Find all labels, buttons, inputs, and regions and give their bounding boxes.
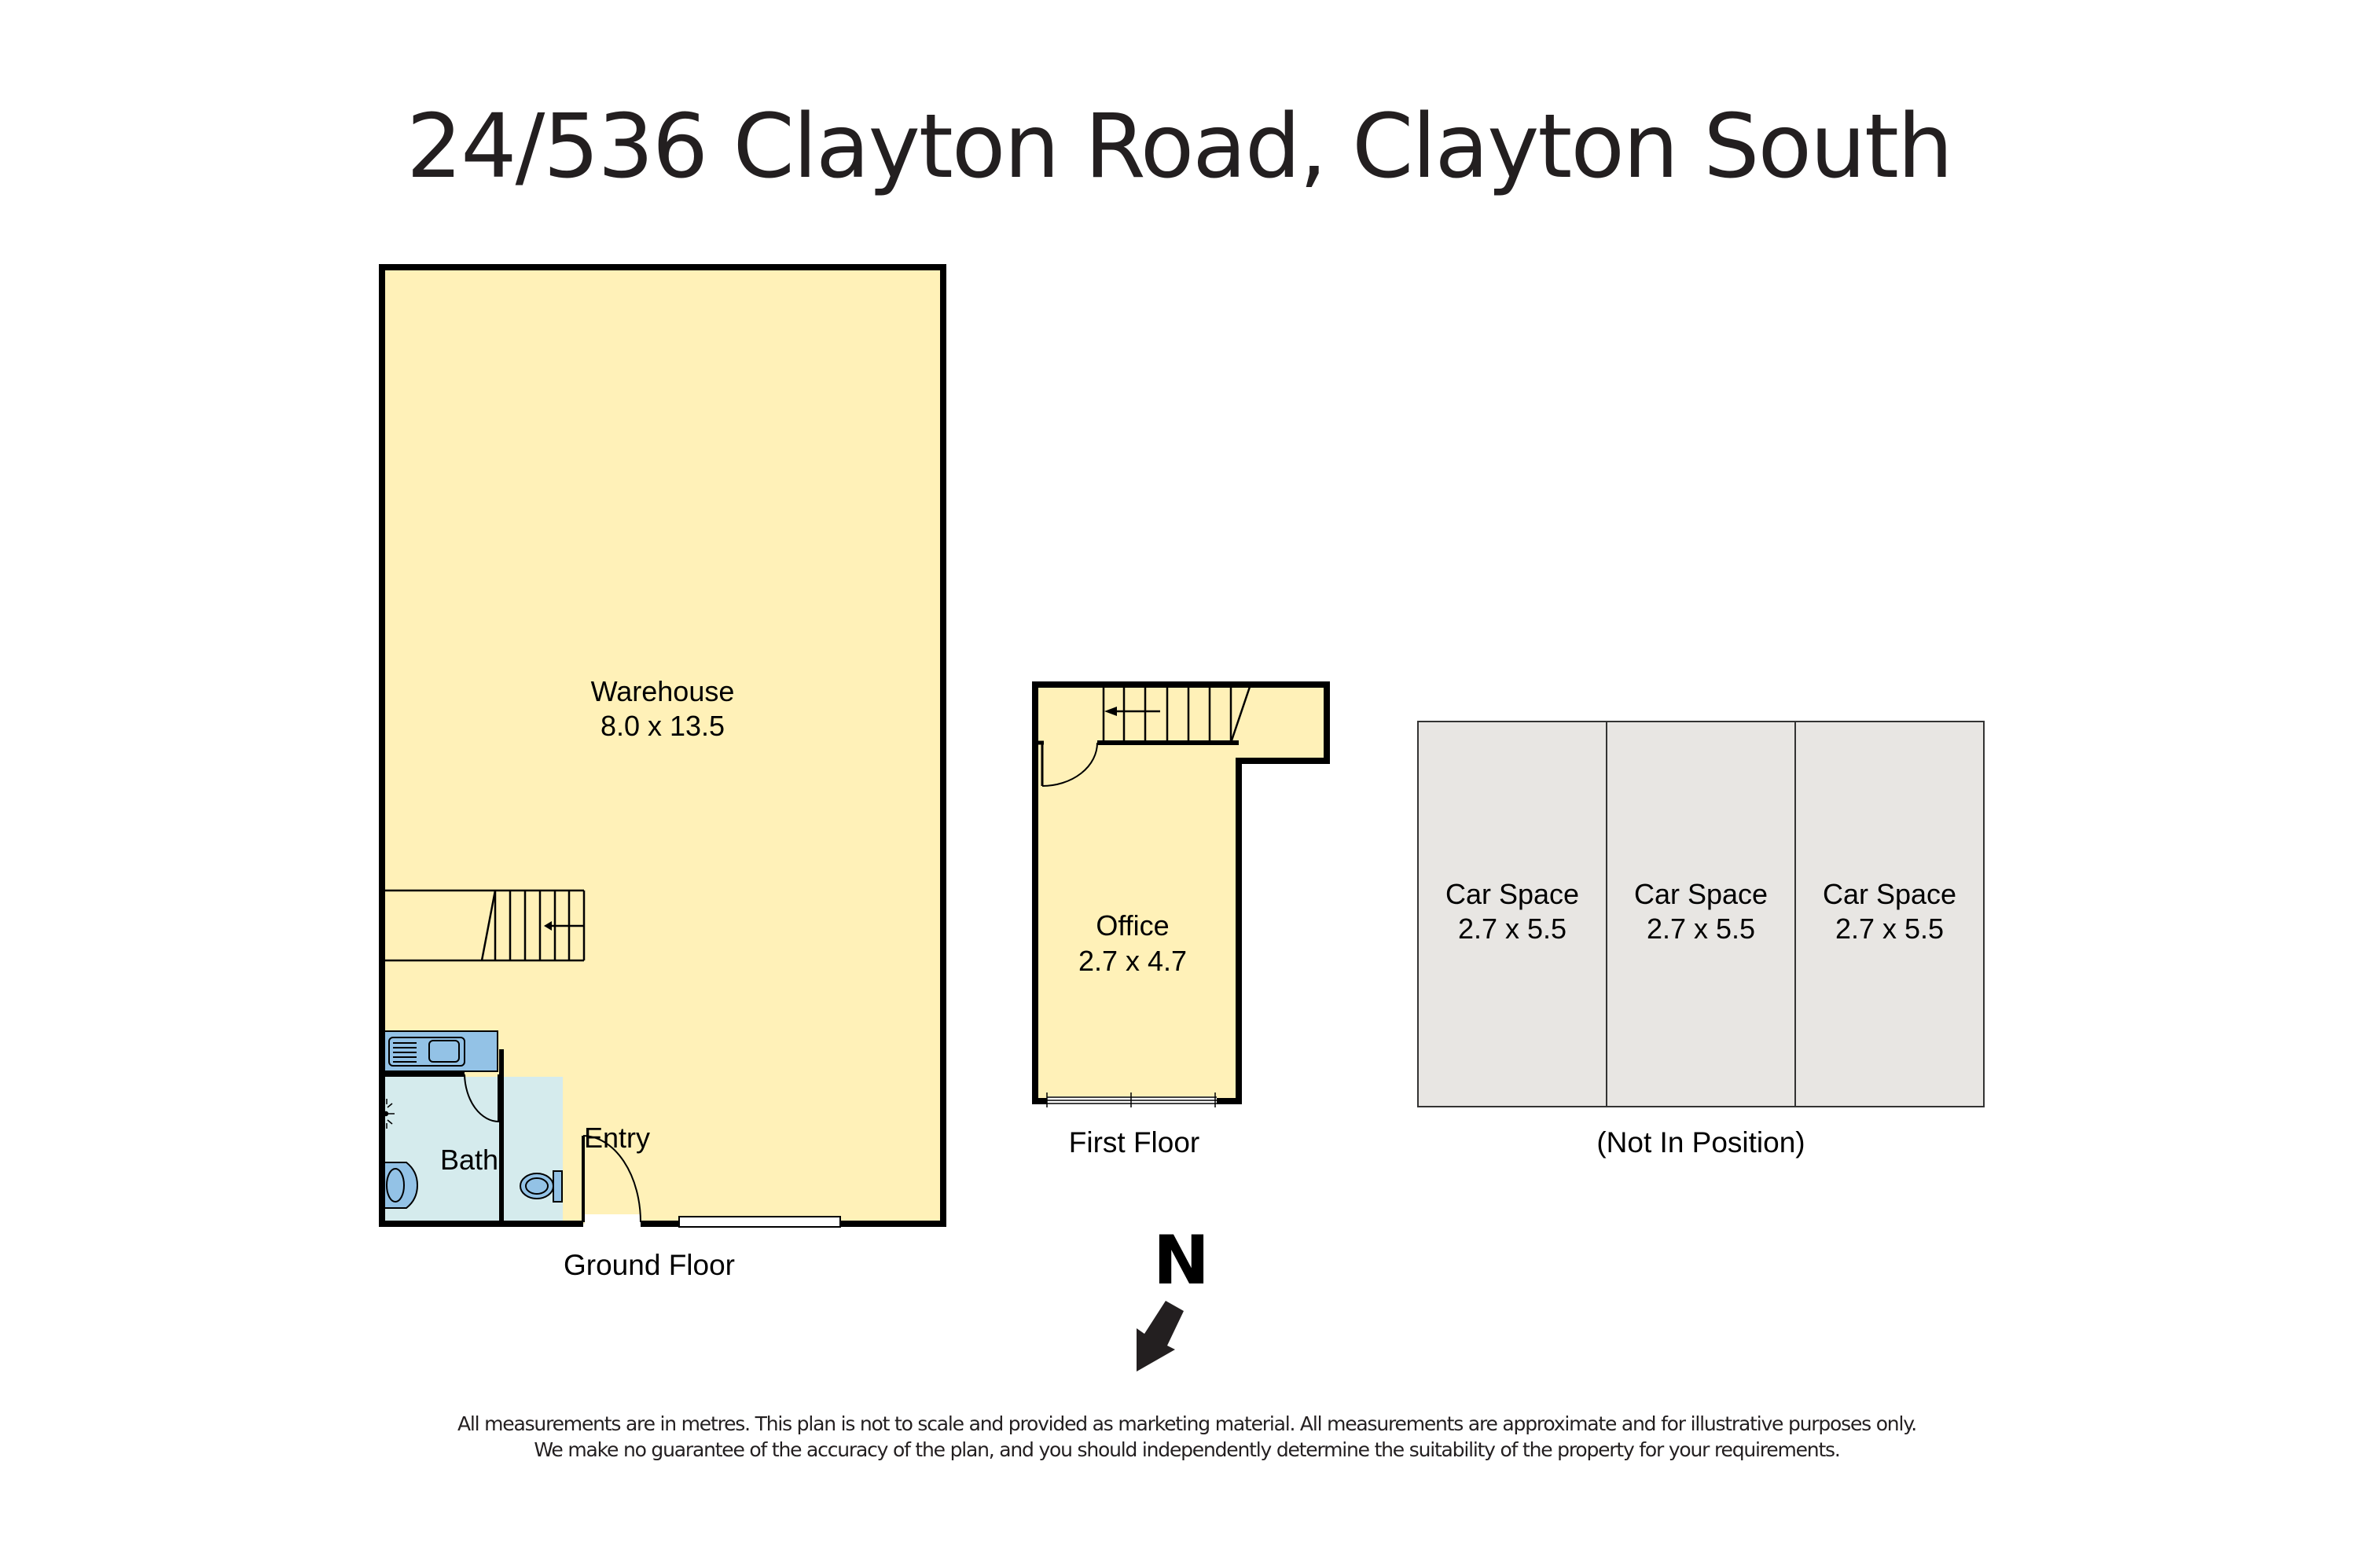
sink-icon	[383, 1030, 498, 1072]
disclaimer-line-2: We make no guarantee of the accuracy of …	[534, 1438, 1839, 1461]
warehouse-label: Warehouse	[591, 675, 735, 707]
basin-icon	[383, 1162, 419, 1209]
north-label: N	[1153, 1221, 1210, 1300]
disclaimer-line-1: All measurements are in metres. This pla…	[457, 1412, 1916, 1435]
entry-label: Entry	[584, 1122, 650, 1154]
north-arrow-icon	[1137, 1301, 1184, 1372]
ground-floor-plan: Warehouse 8.0 x 13.5 Bath Entry Ground F…	[379, 264, 946, 1281]
window	[1046, 1092, 1217, 1107]
first-floor-label: First Floor	[1069, 1126, 1200, 1159]
car-space-2	[1606, 721, 1796, 1107]
car-space-3	[1794, 721, 1985, 1107]
staircase	[1102, 684, 1252, 744]
stair-direction-arrow-icon	[544, 921, 552, 931]
staircase	[382, 889, 586, 962]
car-space-3-label: Car Space	[1823, 878, 1956, 910]
stair-direction-arrow-icon	[1104, 707, 1117, 716]
car-space-1-label: Car Space	[1445, 878, 1579, 910]
roller-door	[678, 1216, 841, 1228]
bath-label: Bath	[440, 1144, 498, 1176]
office-dims: 2.7 x 4.7	[1078, 945, 1187, 977]
ground-floor-label: Ground Floor	[564, 1249, 735, 1281]
not-in-position-note: (Not In Position)	[1596, 1126, 1805, 1159]
car-spaces: Car Space 2.7 x 5.5 Car Space 2.7 x 5.5 …	[1417, 721, 1985, 1159]
car-space-3-dims: 2.7 x 5.5	[1835, 913, 1944, 945]
shower-icon	[383, 1099, 395, 1129]
car-space-2-label: Car Space	[1634, 878, 1768, 910]
car-space-1-dims: 2.7 x 5.5	[1458, 913, 1566, 945]
car-space-2-dims: 2.7 x 5.5	[1647, 913, 1755, 945]
office-label: Office	[1096, 909, 1169, 942]
compass: N	[1137, 1221, 1210, 1372]
car-space-1	[1417, 721, 1607, 1107]
warehouse-dims: 8.0 x 13.5	[601, 710, 725, 742]
page-title: 24/536 Clayton Road, Clayton South	[406, 96, 1952, 198]
first-floor-plan: Office 2.7 x 4.7 First Floor	[1032, 681, 1330, 1159]
toilet-icon	[520, 1170, 563, 1203]
